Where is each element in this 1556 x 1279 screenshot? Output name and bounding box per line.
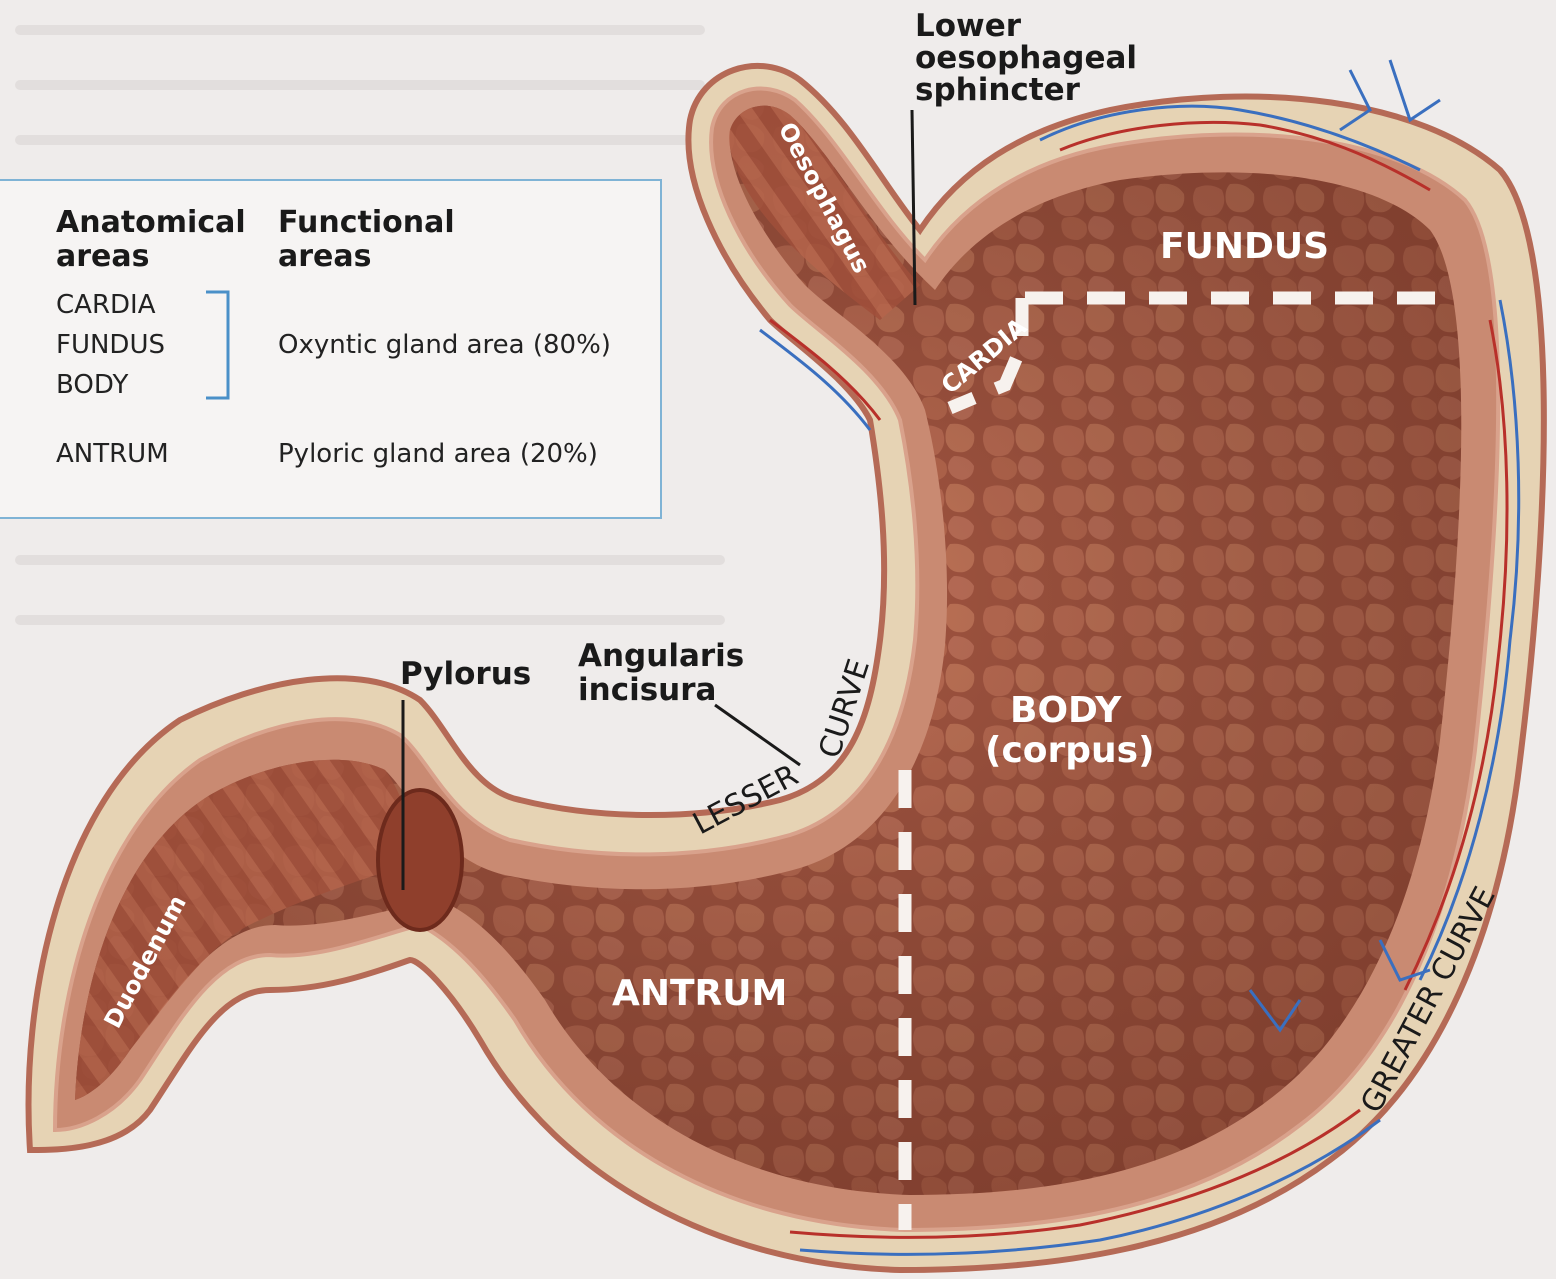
key-col1-header-2: areas [56,239,150,274]
lower-oes-label-2: oesophageal [915,40,1137,76]
angularis-label-1: Angularis [578,638,744,674]
key-antrum: ANTRUM [56,439,169,469]
pylorus-ring [378,790,462,930]
angularis-label-2: incisura [578,672,716,708]
body-sub-label: (corpus) [985,730,1155,771]
key-fundus: FUNDUS [56,330,165,360]
key-pyloric: Pyloric gland area (20%) [278,439,598,469]
fundus-label: FUNDUS [1160,226,1329,267]
area-key: Anatomical areas Functional areas CARDIA… [0,180,661,518]
antrum-label: ANTRUM [612,973,787,1014]
lower-oes-label-1: Lower [915,8,1022,44]
key-col1-header-1: Anatomical [56,205,246,240]
body-label: BODY [1010,690,1122,731]
key-oxyntic: Oxyntic gland area (80%) [278,330,611,360]
key-col2-header-1: Functional [278,205,455,240]
key-cardia: CARDIA [56,290,156,320]
key-body: BODY [56,370,128,400]
lower-oes-label-3: sphincter [915,72,1081,108]
key-col2-header-2: areas [278,239,372,274]
pylorus-label: Pylorus [400,656,531,692]
